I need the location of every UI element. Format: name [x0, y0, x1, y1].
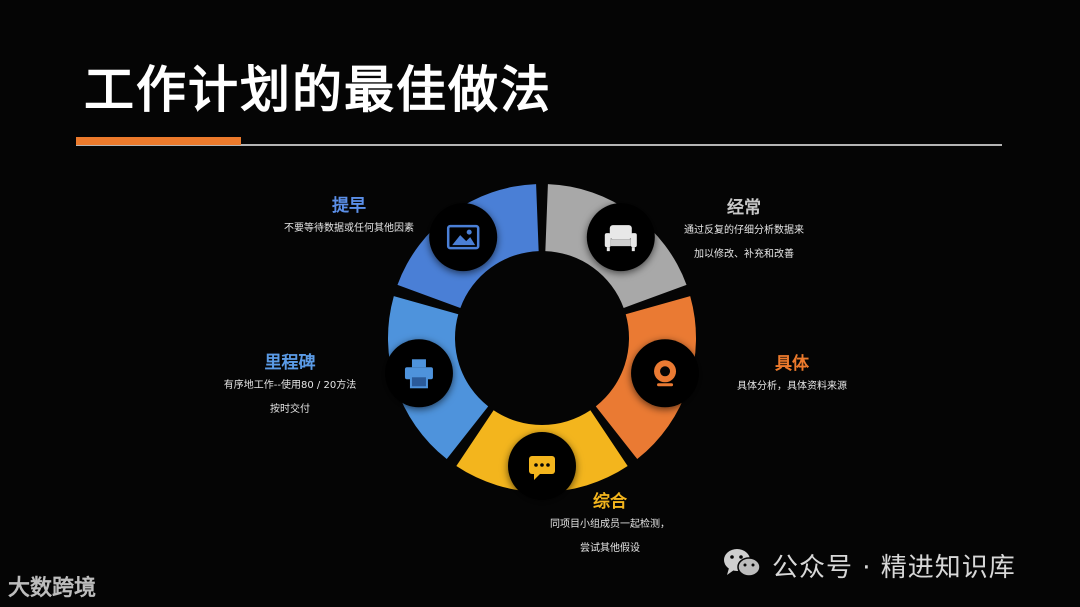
- segment-desc: 具体分析，具体资料来源: [737, 381, 847, 392]
- title-accent-bar: [76, 137, 241, 145]
- printer-icon: [404, 359, 433, 389]
- segment-desc: 有序地工作--使用80 / 20方法: [223, 380, 357, 391]
- segment-label-comprehensive: 综合 同项目小组成员一起检测， 尝试其他假设: [535, 491, 685, 561]
- title-divider: [76, 144, 1002, 146]
- segment-heading: 里程碑: [264, 353, 316, 373]
- icon-notch: [429, 203, 498, 272]
- watermark-text: 公众号 · 精进知识库: [772, 553, 1016, 583]
- segment-label-often: 经常 通过反复的仔细分析数据来 加以修改、补充和改善: [664, 197, 824, 267]
- page-title: 工作计划的最佳做法: [84, 61, 552, 119]
- segment-label-specific: 具体 具体分析，具体资料来源: [722, 353, 862, 399]
- chat-icon: [529, 456, 555, 480]
- segment-desc: 不要等待数据或任何其他因素: [284, 223, 414, 234]
- segment-label-milestone: 里程碑 有序地工作--使用80 / 20方法 按时交付: [210, 352, 370, 422]
- segment-desc: 尝试其他假设: [580, 543, 640, 554]
- segment-desc: 加以修改、补充和改善: [694, 249, 794, 260]
- segment-label-early: 提早 不要等待数据或任何其他因素: [274, 195, 424, 241]
- brand-logo: 大数跨境: [8, 576, 97, 601]
- segment-desc: 同项目小组成员一起检测，: [550, 519, 670, 530]
- segment-desc: 按时交付: [270, 404, 310, 415]
- image-icon: [446, 224, 480, 250]
- segment-desc: 通过反复的仔细分析数据来: [684, 225, 804, 236]
- segment-heading: 提早: [332, 196, 366, 216]
- sofa-icon: [604, 225, 637, 252]
- segment-heading: 具体: [775, 354, 809, 374]
- segment-heading: 综合: [593, 492, 627, 512]
- wechat-icon: [724, 549, 761, 577]
- segment-heading: 经常: [727, 198, 761, 218]
- webcam-icon: [654, 360, 677, 387]
